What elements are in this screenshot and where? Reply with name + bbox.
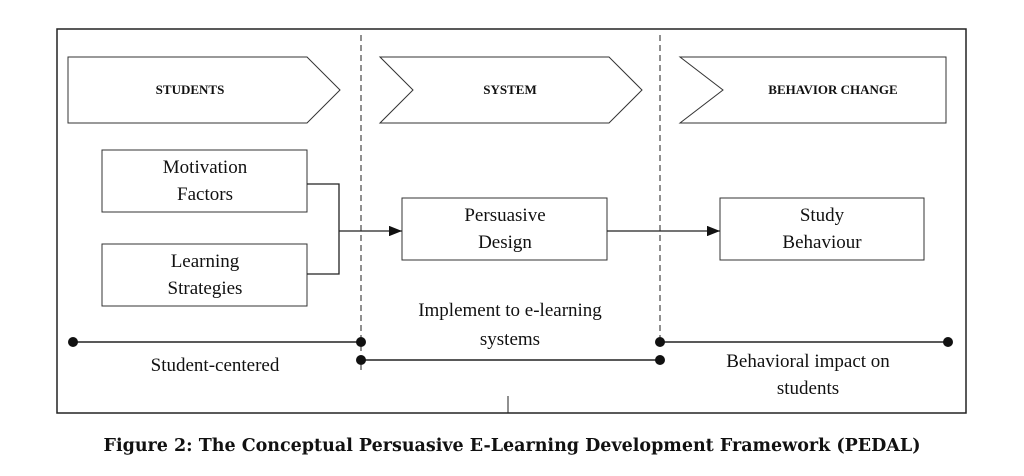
outer-frame — [56, 28, 967, 414]
behavior-header-arrow — [678, 56, 947, 124]
behavior-change-header: BEHAVIOR CHANGE — [768, 82, 898, 97]
motivation-box — [101, 149, 308, 213]
merge-connector — [307, 183, 340, 275]
persuasive-box — [401, 197, 608, 261]
system-header-arrow — [378, 56, 643, 124]
students-header: STUDENTS — [155, 82, 225, 97]
students-header-arrow — [67, 56, 341, 124]
student-centered-label: Student-centered — [150, 355, 280, 376]
study-box — [719, 197, 925, 261]
learning-box — [101, 243, 308, 307]
figure-caption: Figure 2: The Conceptual Persuasive E-Le… — [103, 436, 921, 456]
system-header: SYSTEM — [483, 82, 537, 97]
span-endpoints — [68, 337, 953, 365]
